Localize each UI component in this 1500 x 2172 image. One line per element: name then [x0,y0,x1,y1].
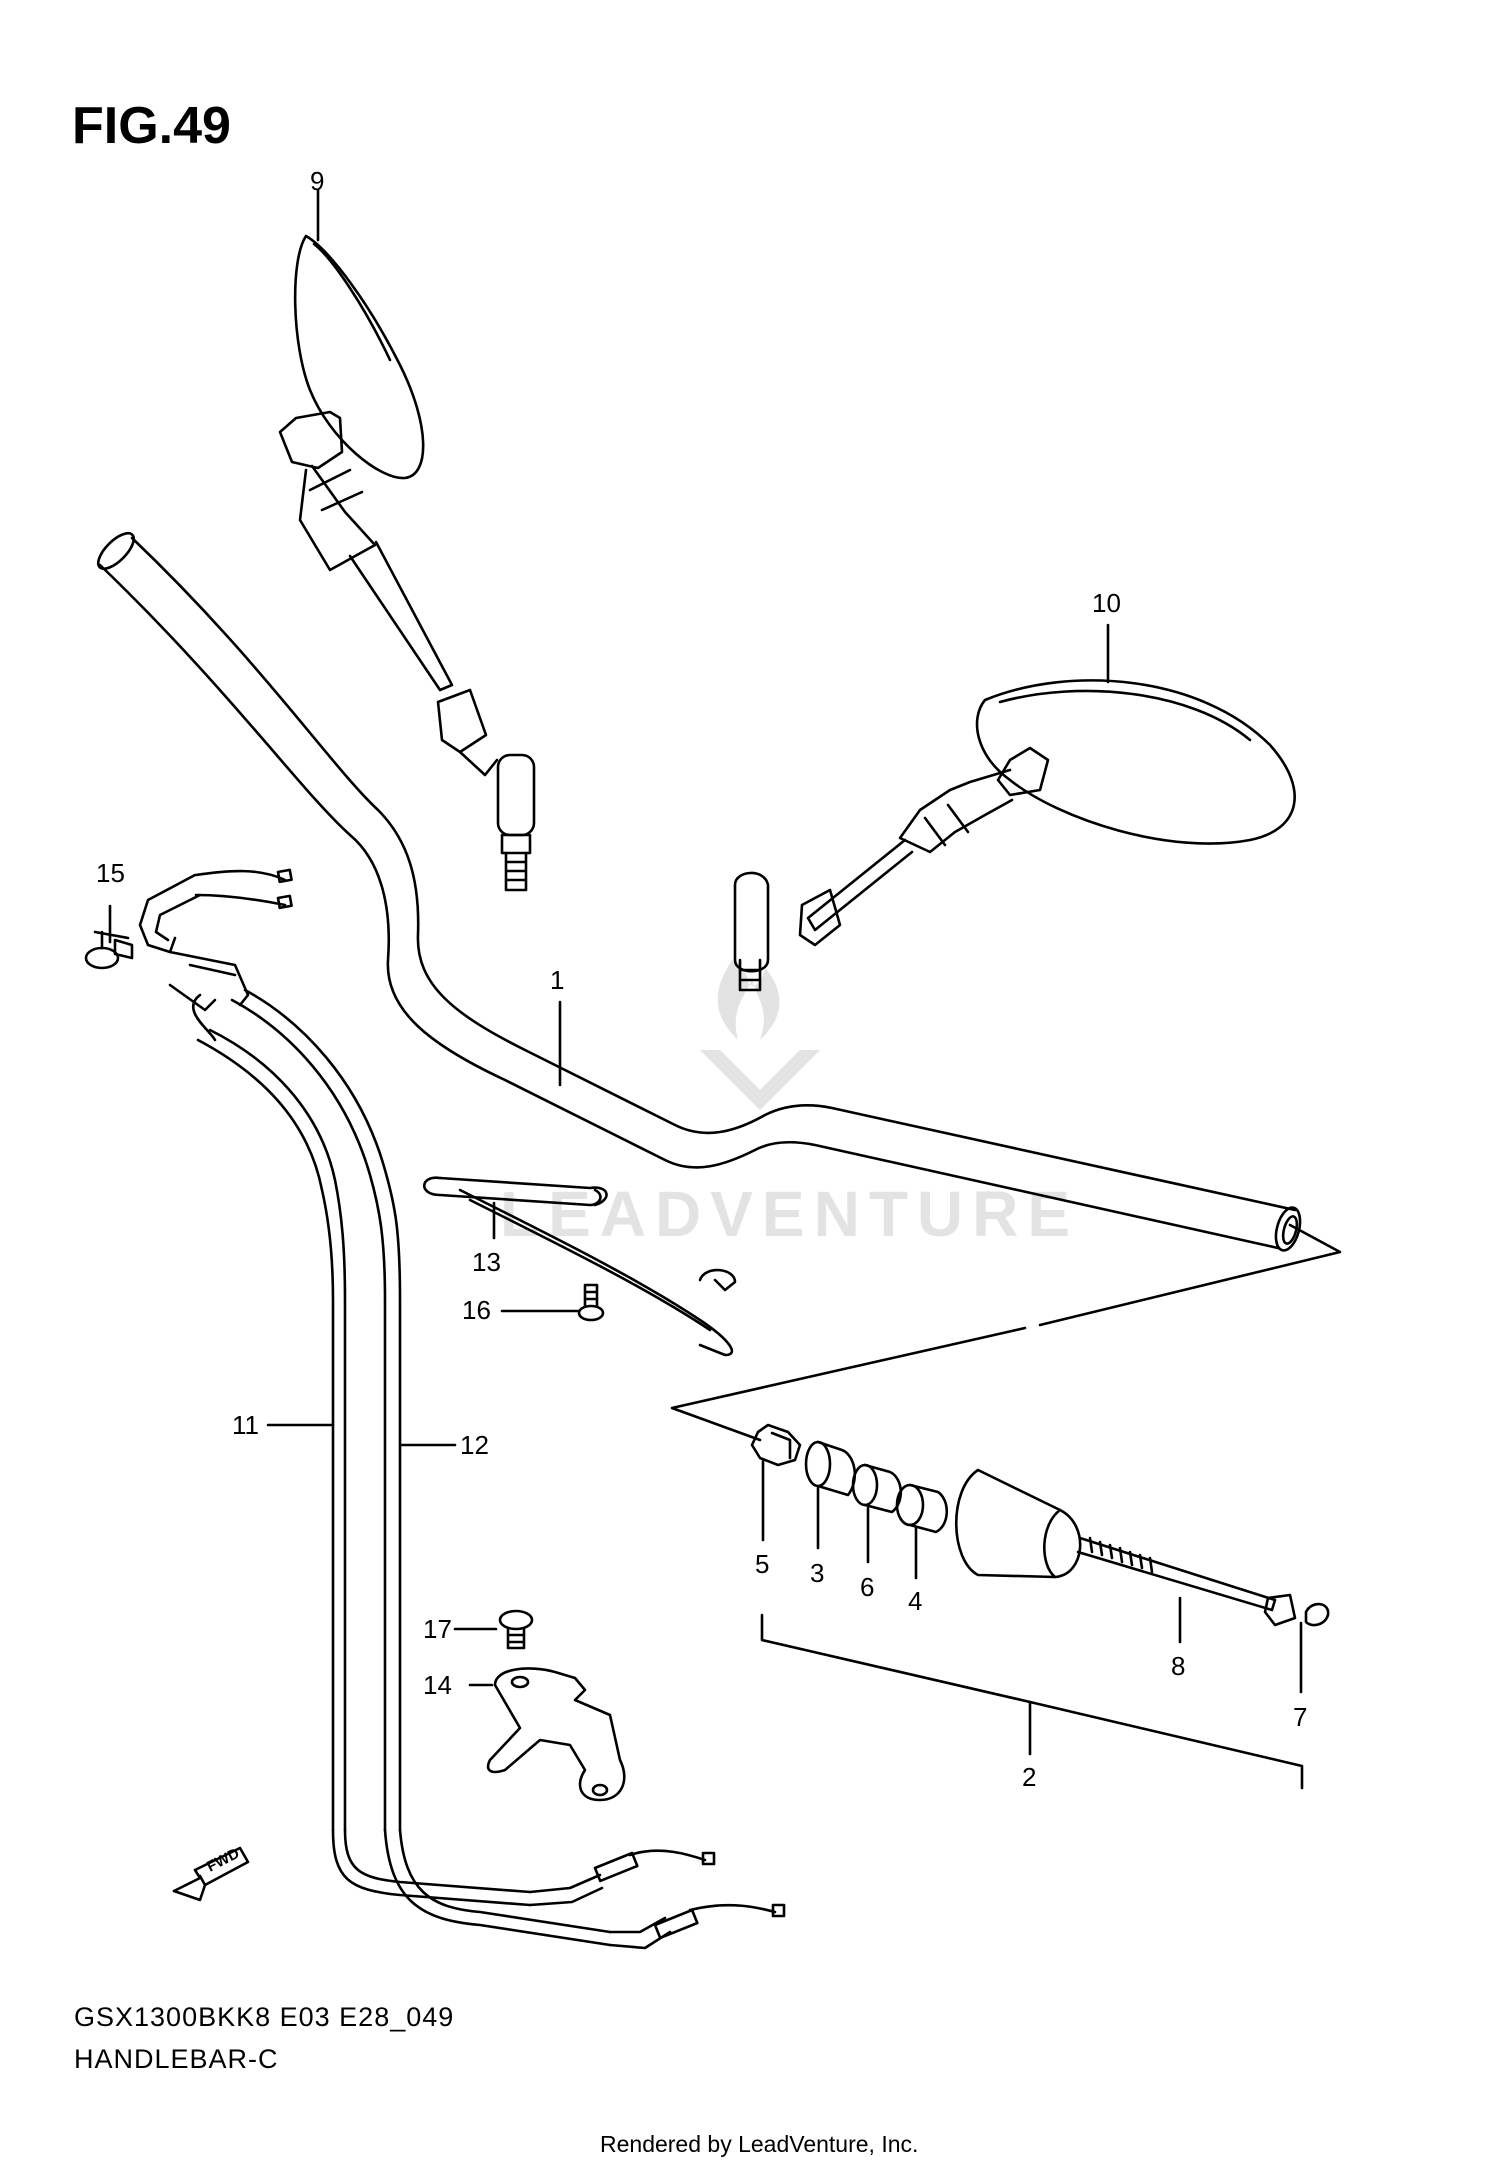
leader-lines [108,188,1304,1790]
throttle-cables-parts-11-12 [138,868,786,1950]
watermark: LEADVENTURE [500,960,1070,1250]
spacer-part-4 [895,1483,949,1534]
mirror-left-part-9 [278,234,536,892]
callout-6: 6 [860,1572,874,1602]
footer-rendered-by: Rendered by LeadVenture, Inc. [600,2131,918,2157]
screw-part-15 [84,930,134,970]
cap-part-7 [1304,1602,1330,1627]
bracket-part-14 [486,1667,626,1802]
callout-8: 8 [1171,1651,1185,1681]
fwd-arrow-icon [172,1846,250,1902]
figure-model-code: GSX1300BKK8 E03 E28_049 [74,2002,454,2032]
balancer-assembly-part-2 [750,1423,1330,1627]
fwd-label: FWD [204,1845,242,1876]
callout-14: 14 [423,1670,452,1700]
watermark-logo-icon [700,960,820,1110]
mirror-right-part-10 [733,679,1296,992]
callout-11: 11 [232,1410,259,1440]
callout-labels: 9 10 1 15 13 16 11 12 5 3 6 4 8 7 2 17 1… [96,166,1307,1792]
figure-title: FIG.49 [72,97,231,155]
nut-part-5 [750,1423,802,1467]
callout-2: 2 [1022,1762,1036,1792]
callout-4: 4 [908,1586,922,1616]
callout-17: 17 [423,1614,452,1644]
bolt-part-8 [1076,1536,1297,1627]
screw-part-17 [498,1609,534,1650]
callout-10: 10 [1092,588,1121,618]
balancer-weight [954,1468,1082,1579]
callout-9: 9 [310,166,324,196]
spacer-part-6 [851,1463,903,1514]
clamp-wire-part-13 [422,1176,737,1357]
callout-5: 5 [755,1549,769,1579]
callout-16: 16 [462,1295,491,1325]
exploded-view-guide [670,1223,1342,1442]
spacer-part-3 [804,1440,857,1497]
callout-7: 7 [1293,1702,1307,1732]
callout-15: 15 [96,858,125,888]
callout-13: 13 [472,1247,501,1277]
figure-name: HANDLEBAR-C [74,2044,279,2074]
callout-1: 1 [550,965,564,995]
callout-12: 12 [460,1430,489,1460]
handlebar-part-1 [96,531,1302,1252]
callout-3: 3 [810,1558,824,1588]
screw-part-16 [577,1283,605,1322]
